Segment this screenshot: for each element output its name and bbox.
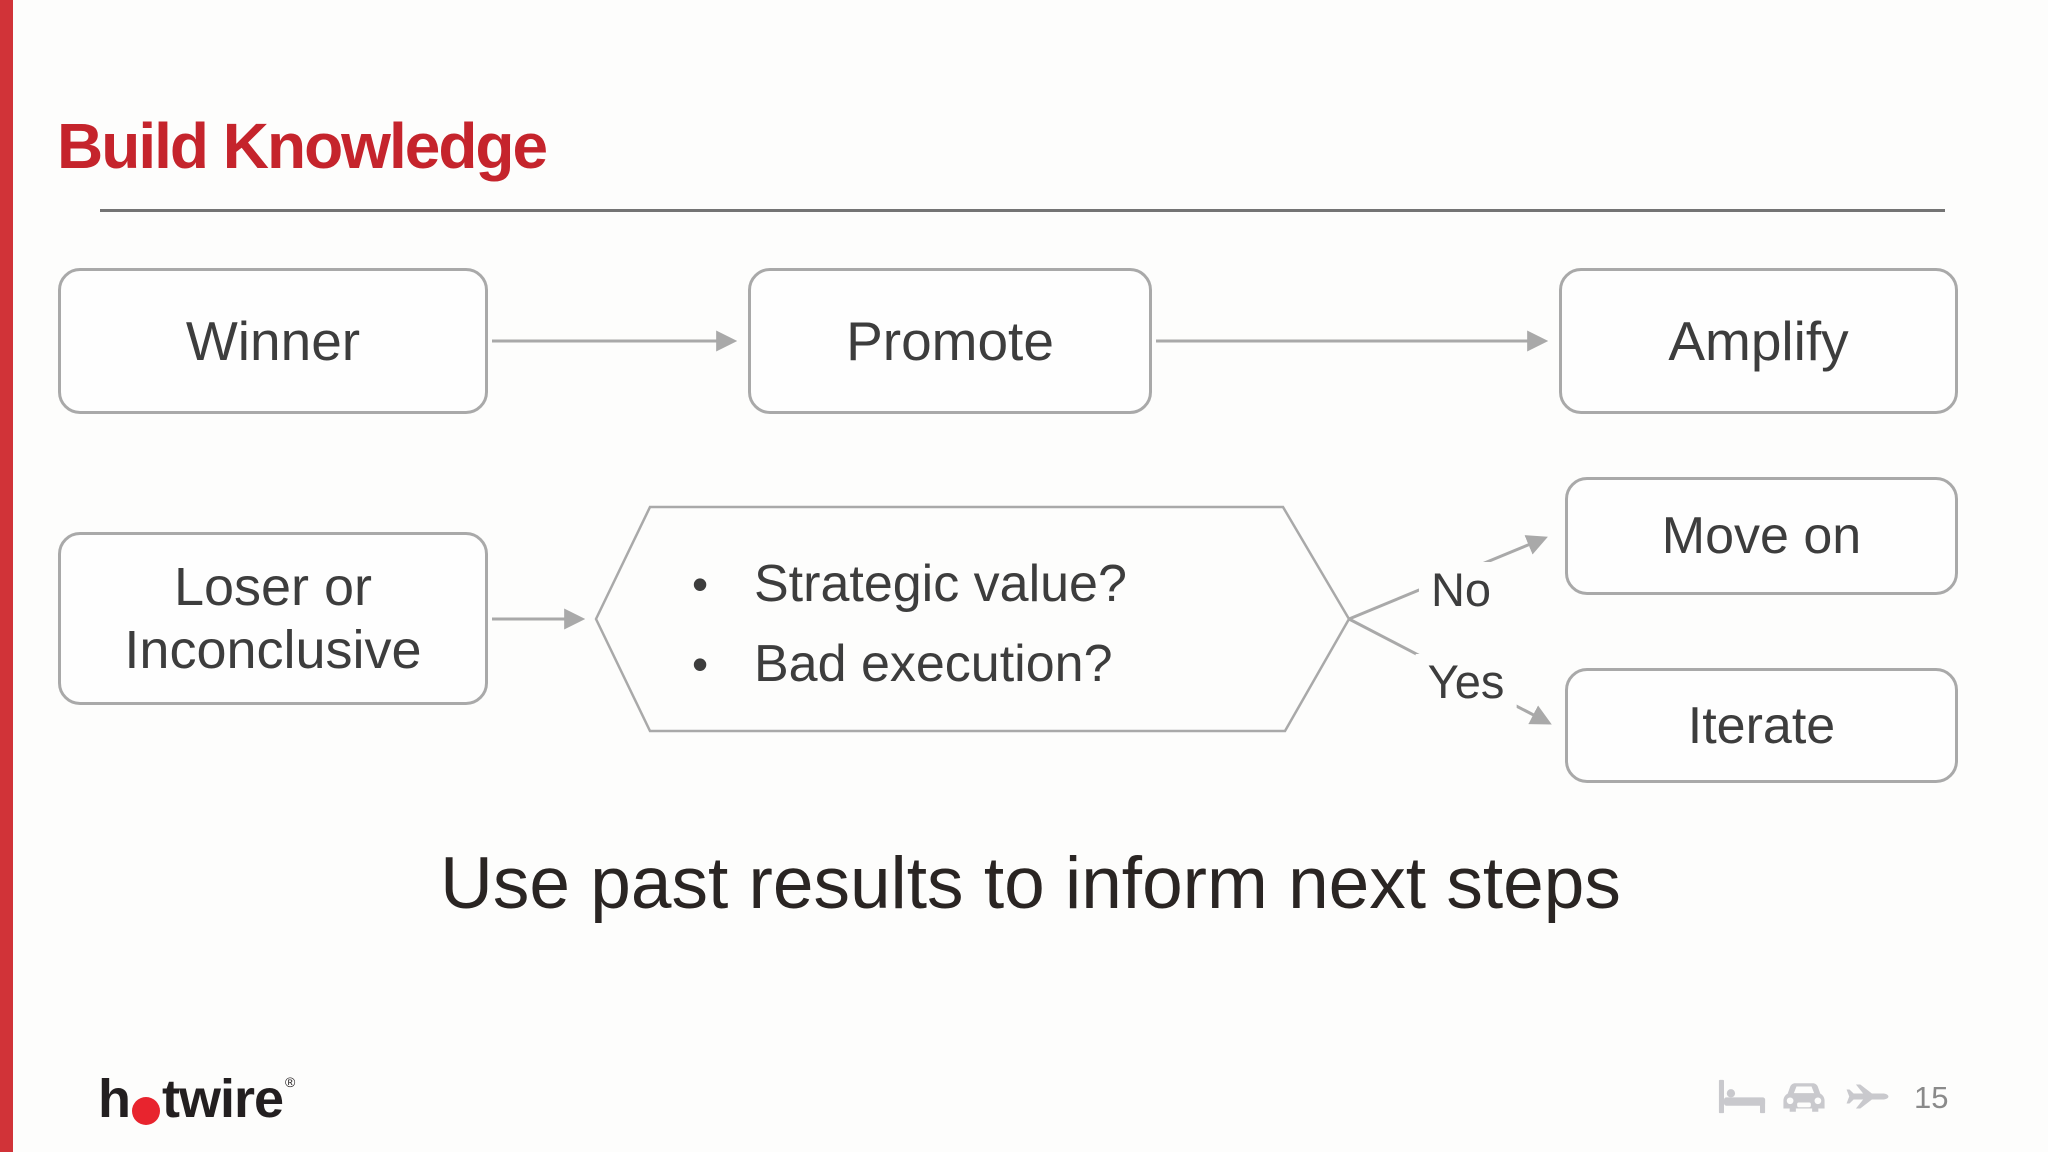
registered-trademark-icon: ® — [285, 1074, 295, 1090]
logo-red-dot-icon — [132, 1097, 160, 1125]
flow-box-amplify-label: Amplify — [1668, 310, 1849, 372]
left-accent-bar — [0, 0, 13, 1152]
flow-box-promote: Promote — [748, 268, 1152, 414]
car-icon — [1783, 1083, 1825, 1112]
flow-box-move-on: Move on — [1565, 477, 1958, 595]
flow-box-winner: Winner — [58, 268, 488, 414]
branch-label-no: No — [1418, 562, 1504, 617]
bullet-icon: • — [692, 638, 709, 690]
decision-questions: • Strategic value? • Bad execution? — [692, 544, 1127, 704]
page-title: Build Knowledge — [57, 109, 548, 182]
bed-icon — [1718, 1079, 1766, 1114]
decision-question-row: • Strategic value? — [692, 544, 1127, 624]
flow-box-promote-label: Promote — [846, 310, 1054, 372]
decision-question-strategic-value: Strategic value? — [754, 555, 1127, 613]
flow-box-loser-or-inconclusive: Loser or Inconclusive — [58, 532, 488, 705]
flow-box-winner-label: Winner — [185, 310, 361, 372]
flow-box-iterate: Iterate — [1565, 668, 1958, 783]
flow-box-amplify: Amplify — [1559, 268, 1958, 414]
decision-question-bad-execution: Bad execution? — [754, 635, 1113, 693]
branch-label-yes: Yes — [1415, 654, 1517, 709]
key-statement: Use past results to inform next steps — [440, 843, 1621, 924]
bullet-icon: • — [692, 558, 709, 610]
decision-hexagon — [594, 505, 1351, 733]
decision-question-row: • Bad execution? — [692, 624, 1127, 704]
plane-icon — [1846, 1084, 1889, 1109]
flow-box-move-on-label: Move on — [1661, 507, 1862, 565]
page-number: 15 — [1914, 1080, 1949, 1115]
flow-box-iterate-label: Iterate — [1687, 696, 1836, 755]
loser-label-line2: Inconclusive — [124, 619, 422, 680]
flow-box-loser-label: Loser or Inconclusive — [124, 556, 421, 681]
title-divider — [100, 209, 1945, 212]
loser-label-line1: Loser or — [173, 556, 373, 617]
logo-text-twire: twire — [162, 1069, 284, 1129]
hotwire-logo: h twire ® — [98, 1068, 295, 1130]
logo-text-h: h — [98, 1069, 131, 1129]
